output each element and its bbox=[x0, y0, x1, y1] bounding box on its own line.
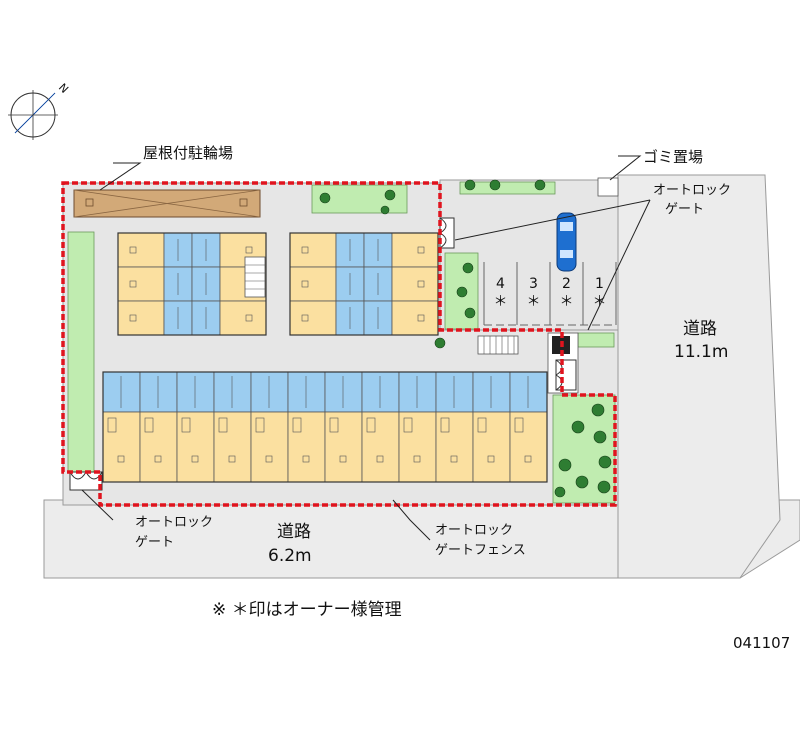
parking-space-mark: ＊ bbox=[560, 294, 574, 310]
building-bottom-row bbox=[102, 371, 548, 483]
parking-spaces: 4＊3＊2＊1＊ bbox=[483, 262, 617, 326]
label-gate-top-2: ゲート bbox=[665, 202, 704, 217]
apartment-unit bbox=[361, 411, 400, 483]
stairs bbox=[244, 256, 266, 298]
apartment-unit bbox=[435, 411, 474, 483]
parking-space-mark: ＊ bbox=[494, 294, 508, 310]
apartment-unit bbox=[250, 411, 289, 483]
apartment-unit bbox=[287, 411, 326, 483]
label-road-east-1: 道路 bbox=[683, 319, 717, 339]
owner-note: ※ ＊印はオーナー様管理 bbox=[212, 600, 402, 620]
apartment-unit bbox=[176, 411, 215, 483]
apartment-unit bbox=[117, 266, 165, 302]
north-arrow-icon bbox=[8, 90, 58, 140]
building-top-right bbox=[289, 232, 439, 336]
unit-wet-area bbox=[250, 371, 289, 413]
unit-wet-area bbox=[213, 371, 252, 413]
apartment-unit bbox=[391, 232, 439, 268]
unit-wet-area bbox=[509, 371, 548, 413]
parking-space-number: 1 bbox=[595, 276, 604, 292]
label-fence-1: オートロック bbox=[435, 523, 513, 538]
unit-wet-area bbox=[472, 371, 511, 413]
apartment-unit bbox=[289, 266, 337, 302]
trees bbox=[319, 179, 612, 498]
unit-wet-area bbox=[435, 371, 474, 413]
label-gate-left-1: オートロック bbox=[135, 515, 213, 530]
label-road-east-2: 11.1m bbox=[674, 342, 728, 362]
parking-space-mark: ＊ bbox=[527, 294, 541, 310]
apartment-unit bbox=[509, 411, 548, 483]
label-fence-2: ゲートフェンス bbox=[435, 543, 526, 558]
gate-top-icon bbox=[439, 217, 455, 249]
unit-wet-area bbox=[361, 371, 400, 413]
apartment-unit bbox=[289, 300, 337, 336]
parking-space-number: 3 bbox=[529, 276, 538, 292]
apartment-unit bbox=[391, 300, 439, 336]
apartment-unit bbox=[117, 300, 165, 336]
apartment-unit bbox=[139, 411, 178, 483]
apartment-unit bbox=[289, 232, 337, 268]
label-road-south-1: 道路 bbox=[277, 522, 311, 542]
apartment-unit bbox=[391, 266, 439, 302]
road-east bbox=[617, 174, 781, 579]
unit-wet-area bbox=[398, 371, 437, 413]
apartment-unit bbox=[324, 411, 363, 483]
label-gate-left-2: ゲート bbox=[135, 535, 174, 550]
apartment-unit bbox=[472, 411, 511, 483]
gate-left-icon bbox=[69, 471, 103, 491]
label-gate-top-1: オートロック bbox=[653, 183, 731, 198]
garbage-area bbox=[597, 177, 619, 197]
label-bicycle-parking: 屋根付駐輪場 bbox=[143, 144, 233, 162]
gate-east-icon bbox=[555, 359, 577, 391]
green-left-strip bbox=[67, 231, 95, 473]
parking-space-number: 2 bbox=[562, 276, 571, 292]
leader-lines bbox=[81, 155, 651, 541]
unit-wet-area bbox=[176, 371, 215, 413]
apartment-unit bbox=[219, 300, 267, 336]
building-top-left bbox=[117, 232, 267, 336]
unit-wet-area bbox=[287, 371, 326, 413]
apartment-unit bbox=[117, 232, 165, 268]
car-icon bbox=[556, 212, 577, 272]
unit-wet-area bbox=[139, 371, 178, 413]
parking-space-number: 4 bbox=[496, 276, 505, 292]
map-code: 041107 bbox=[733, 634, 790, 652]
green-parking-top bbox=[459, 181, 556, 195]
north-label: N bbox=[56, 81, 71, 96]
unit-wet-area bbox=[102, 371, 141, 413]
autolock-fence bbox=[61, 181, 617, 507]
green-small bbox=[577, 332, 615, 348]
apartment-unit bbox=[102, 411, 141, 483]
label-road-south-2: 6.2m bbox=[268, 546, 312, 566]
unit-wet-area bbox=[324, 371, 363, 413]
label-garbage: ゴミ置場 bbox=[643, 148, 703, 166]
apartment-unit bbox=[398, 411, 437, 483]
apartment-unit bbox=[213, 411, 252, 483]
